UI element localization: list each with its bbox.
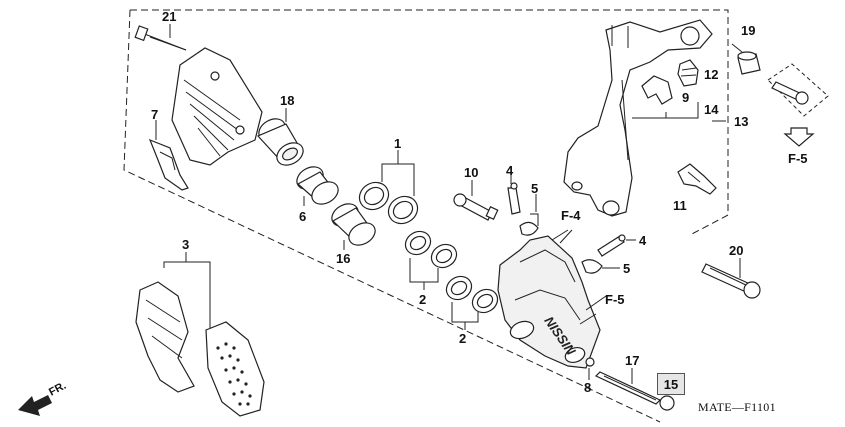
- callout-9: 9: [682, 90, 690, 105]
- callout-19: 19: [741, 23, 756, 38]
- assembly-boundary-left: [123, 9, 661, 423]
- seal-rings-1: [358, 150, 419, 225]
- brake-pad-front: [135, 252, 211, 393]
- bleeder-cap-lower: [581, 259, 620, 274]
- callout-21: 21: [162, 9, 177, 24]
- bolt-20: [701, 258, 761, 299]
- pad-pin-10: [453, 180, 499, 221]
- callout-16: 16: [336, 251, 351, 266]
- retainer-clip-9: [632, 75, 699, 119]
- callout-5-lower: 5: [623, 261, 631, 276]
- optional-bolt-box: [767, 63, 829, 147]
- sleeve-18: [256, 118, 304, 166]
- caliper-cover-plate: [171, 47, 263, 166]
- pad-pattern-dots: [216, 342, 252, 406]
- brake-caliper-body: NISSIN: [497, 229, 607, 369]
- callout-8: 8: [584, 380, 592, 395]
- pad-pin-17: [594, 368, 675, 411]
- callout-10: 10: [464, 165, 479, 180]
- front-direction-arrow: [18, 395, 52, 416]
- pad-spring-clip: [148, 138, 189, 191]
- washer-8: [585, 357, 595, 380]
- callout-18: 18: [280, 93, 295, 108]
- callout-4-lower: 4: [639, 233, 647, 248]
- callout-7: 7: [151, 107, 159, 122]
- fr-arrow-icon: [18, 395, 52, 416]
- collar-19: [737, 51, 761, 75]
- ref-f5-caliper: F-5: [605, 292, 625, 307]
- assembly-boundary: [130, 9, 729, 236]
- bleeder-valve-lower: [597, 234, 636, 257]
- pin-boot-12: [677, 59, 699, 87]
- leader-lines: [155, 24, 743, 325]
- callout-20: 20: [729, 243, 744, 258]
- callout-11: 11: [673, 198, 687, 213]
- callout-15-boxed: 15: [657, 373, 685, 395]
- seal-rings-2-upper: [404, 230, 458, 290]
- callout-12: 12: [704, 67, 719, 82]
- bleeder-valve-upper: [507, 172, 521, 215]
- arrow-down-icon: [783, 127, 815, 147]
- callout-17: 17: [625, 353, 640, 368]
- callout-6: 6: [299, 209, 307, 224]
- callout-1: 1: [394, 136, 402, 151]
- bleeder-cap-upper: [519, 194, 539, 236]
- sleeve-16: [331, 203, 376, 246]
- callout-2-lower: 2: [459, 331, 467, 346]
- callout-14: 14: [704, 102, 719, 117]
- ref-f4: F-4: [561, 208, 581, 223]
- callout-4-upper: 4: [506, 163, 514, 178]
- callout-5-upper: 5: [531, 181, 539, 196]
- callout-3: 3: [182, 237, 190, 252]
- caliper-bracket-13: [563, 19, 726, 217]
- pin-boot-11: [677, 163, 717, 195]
- callout-13: 13: [734, 114, 749, 129]
- diagram-code: MATE—F1101: [698, 400, 776, 414]
- seal-rings-2-lower: [445, 275, 499, 330]
- callout-2-upper: 2: [419, 292, 427, 307]
- bolt-21: [134, 25, 187, 51]
- sleeve-6: [296, 166, 339, 205]
- brake-pad-rear-backing: [205, 321, 265, 417]
- ref-f5-bracket: F-5: [788, 151, 808, 166]
